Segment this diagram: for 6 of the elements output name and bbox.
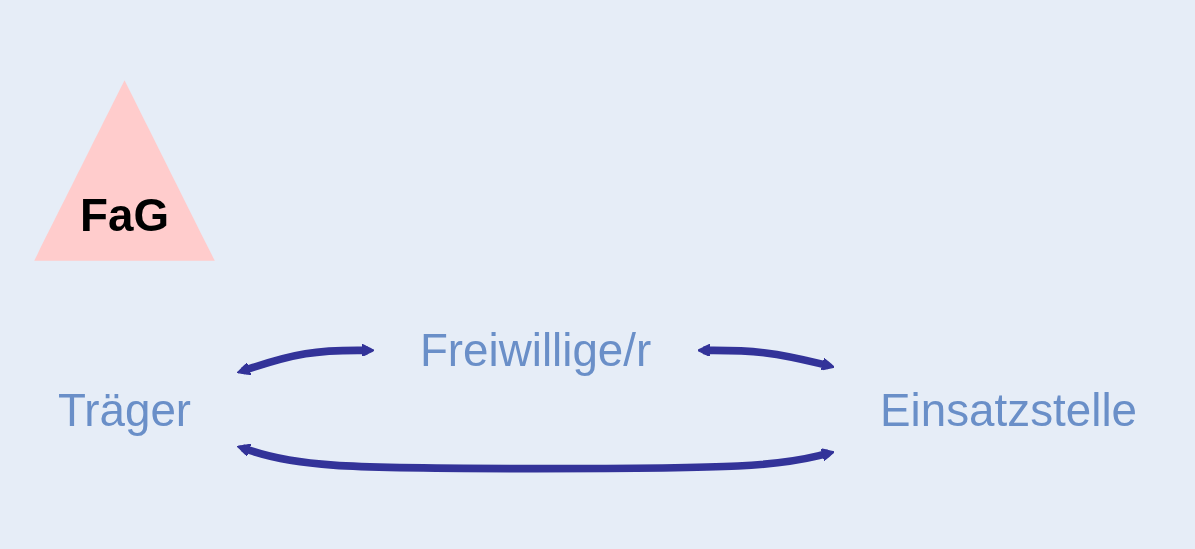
node-text: Freiwillige/r [419, 325, 652, 376]
arrow [236, 343, 375, 376]
arrow [697, 343, 835, 371]
node-text: Träger [57, 384, 192, 435]
node-text: Einsatzstelle [880, 384, 1138, 435]
arrow [236, 443, 835, 473]
